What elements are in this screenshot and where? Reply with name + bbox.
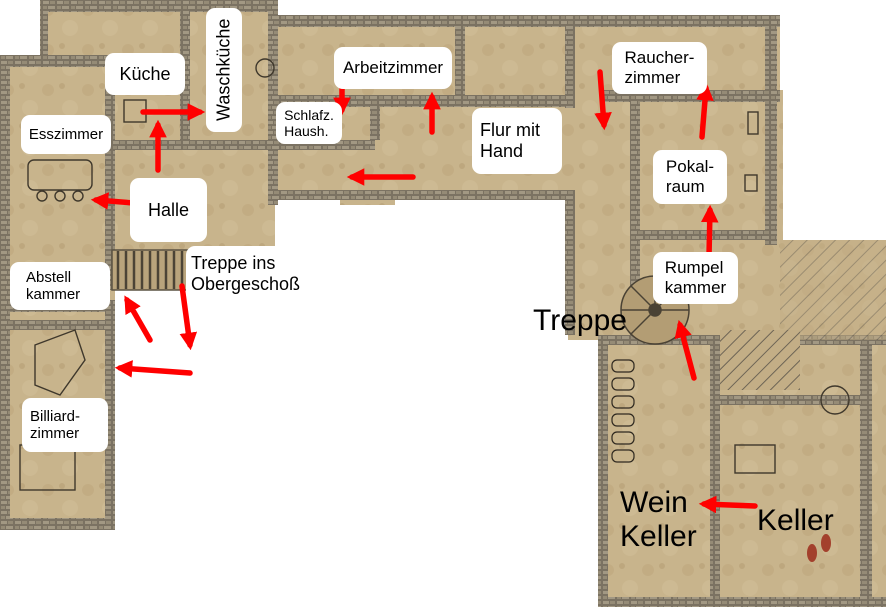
arrow-rumpelkammer-to-pokalraum bbox=[700, 204, 719, 259]
label-billiardzimmer: Billiard- zimmer bbox=[22, 398, 108, 452]
arrow-keller-to-treppe bbox=[674, 319, 697, 381]
label-flur: Flur mit Hand bbox=[472, 108, 562, 174]
arrow-raucher-down bbox=[594, 69, 612, 131]
label-pokalraum: Pokal- raum bbox=[653, 150, 727, 204]
footprints bbox=[807, 534, 831, 562]
label-weinkeller: Wein Keller bbox=[620, 486, 697, 553]
arrow-treppe-to-abstellkammer bbox=[124, 295, 153, 343]
label-kueche: Küche bbox=[105, 53, 185, 95]
direction-arrows bbox=[90, 69, 758, 514]
label-treppe: Treppe bbox=[533, 304, 627, 337]
label-raucherzimmer: Raucher- zimmer bbox=[612, 42, 707, 94]
arrow-pokalraum-to-raucherzimmer bbox=[696, 82, 714, 140]
label-halle: Halle bbox=[130, 178, 207, 242]
label-keller: Keller bbox=[757, 504, 834, 537]
arrow-keller-to-weinkeller bbox=[698, 495, 758, 514]
label-esszimmer: Esszimmer bbox=[21, 115, 111, 154]
label-waschkueche: Waschküche bbox=[206, 8, 242, 132]
map-hatching bbox=[720, 240, 886, 390]
label-rumpelkammer: Rumpel kammer bbox=[653, 252, 738, 304]
staircase-upper bbox=[111, 249, 191, 291]
arrow-treppe-down bbox=[179, 283, 198, 351]
arrow-halle-to-esszimmer bbox=[90, 192, 137, 210]
arrow-halle-to-billiardzimmer bbox=[114, 360, 193, 378]
label-schlafzimmer-haushaelterin: Schlafz. Haush. bbox=[276, 102, 342, 144]
label-treppe-obergeschoss: Treppe ins Obergeschoß bbox=[186, 246, 326, 302]
furniture bbox=[19, 58, 850, 491]
label-arbeitszimmer: Arbeitzimmer bbox=[334, 47, 452, 89]
label-abstellkammer: Abstell kammer bbox=[10, 262, 110, 310]
